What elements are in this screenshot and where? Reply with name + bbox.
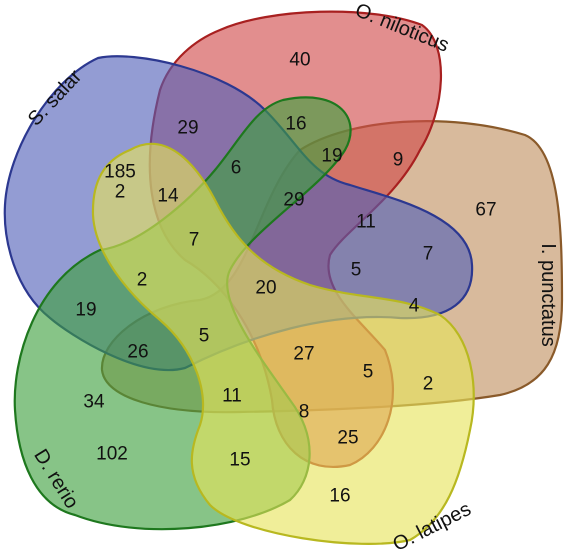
region-count: 34 (83, 392, 105, 413)
region-count: 29 (177, 118, 198, 139)
set-shape-o-latipes (91, 142, 475, 545)
region-count: 14 (157, 186, 179, 207)
region-count: 8 (299, 402, 310, 423)
region-count: 2 (423, 374, 434, 395)
region-counts: 185 40 67 16 102 29 16 19 9 6 14 2 29 11 7 7 2 20 5 4 19 5 26 2… (75, 50, 496, 507)
region-count: 27 (293, 344, 314, 365)
region-count: 67 (475, 200, 496, 221)
region-count: 40 (289, 50, 310, 71)
region-count: 26 (127, 342, 148, 363)
region-count: 185 (104, 162, 136, 183)
region-count: 2 (137, 270, 148, 291)
set-shapes (3, 10, 564, 545)
region-count: 7 (423, 244, 434, 265)
region-count: 19 (321, 146, 342, 167)
set-label-i-punctatus: I. punctatus (537, 243, 559, 346)
region-count: 4 (409, 296, 420, 317)
region-count: 16 (329, 486, 350, 507)
region-count: 16 (285, 114, 306, 135)
region-count: 11 (356, 212, 376, 233)
region-count: 102 (96, 444, 128, 465)
region-count: 20 (255, 278, 276, 299)
region-count: 11 (222, 386, 242, 407)
region-count: 25 (337, 428, 358, 449)
region-count: 5 (363, 362, 374, 383)
region-count: 7 (189, 230, 200, 251)
region-count: 19 (75, 300, 96, 321)
region-count: 29 (283, 190, 304, 211)
region-count: 9 (393, 150, 404, 171)
region-count: 5 (351, 260, 362, 281)
region-count: 2 (115, 182, 126, 203)
region-count: 15 (229, 450, 250, 471)
region-count: 5 (199, 326, 210, 347)
region-count: 6 (231, 158, 242, 179)
